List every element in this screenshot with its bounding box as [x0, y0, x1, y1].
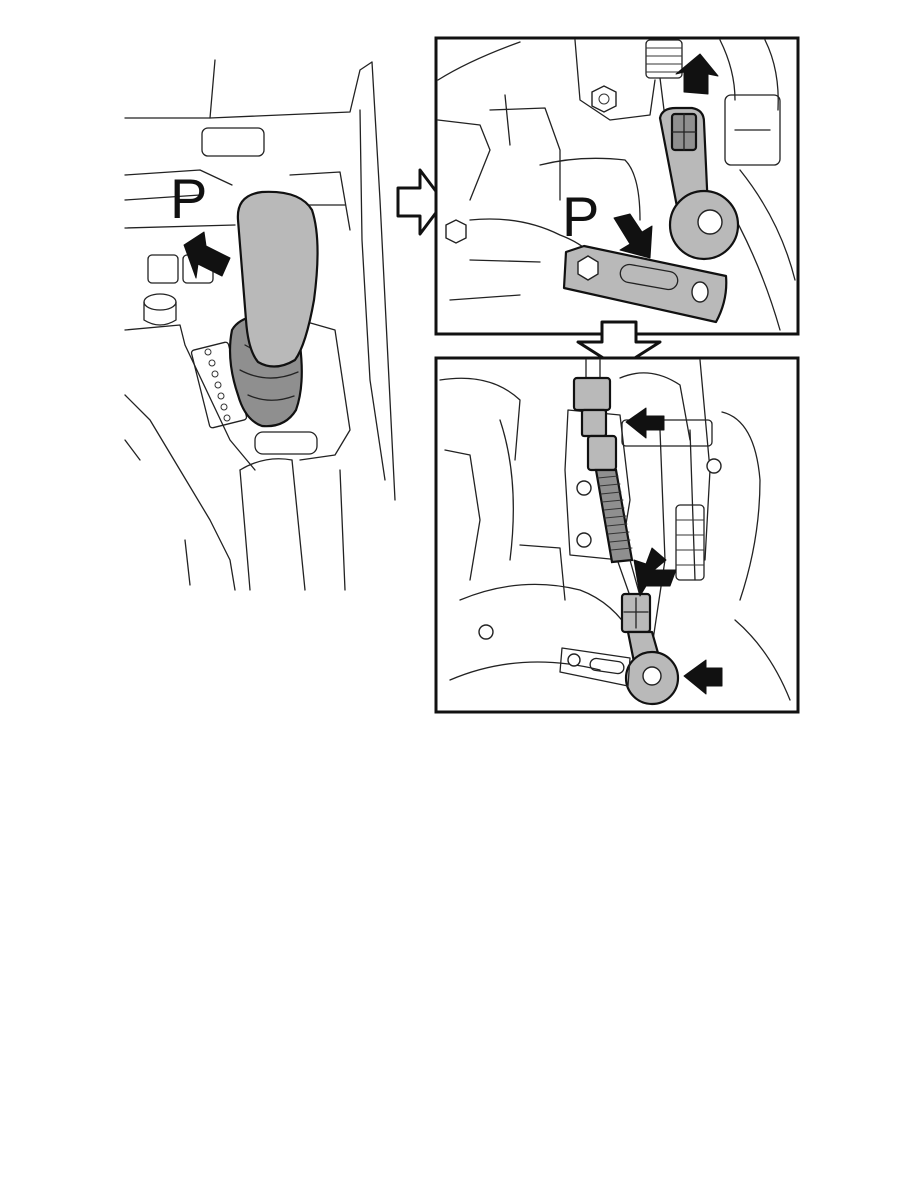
solid-arrow-icon	[675, 53, 719, 95]
adjustable-cable	[572, 359, 641, 597]
solid-arrow-icon	[633, 547, 677, 597]
park-position-label: P	[170, 167, 207, 230]
hollow-arrow-icon	[576, 320, 662, 370]
solid-arrow-icon	[625, 407, 665, 439]
detail-view-cable-adjust	[434, 356, 800, 714]
solid-arrow-icon	[683, 659, 723, 695]
hollow-arrow-icon	[396, 168, 446, 236]
park-position-detail-label: P	[562, 185, 599, 248]
left-view-gear-selector: P	[124, 59, 396, 591]
slotted-bracket	[562, 244, 728, 324]
solid-arrow-icon	[613, 213, 653, 259]
solid-arrow-icon	[183, 231, 231, 279]
gear-lever-knob	[236, 190, 319, 368]
cable-spring-top	[645, 39, 683, 111]
detail-view-lever-park: P	[434, 36, 800, 336]
